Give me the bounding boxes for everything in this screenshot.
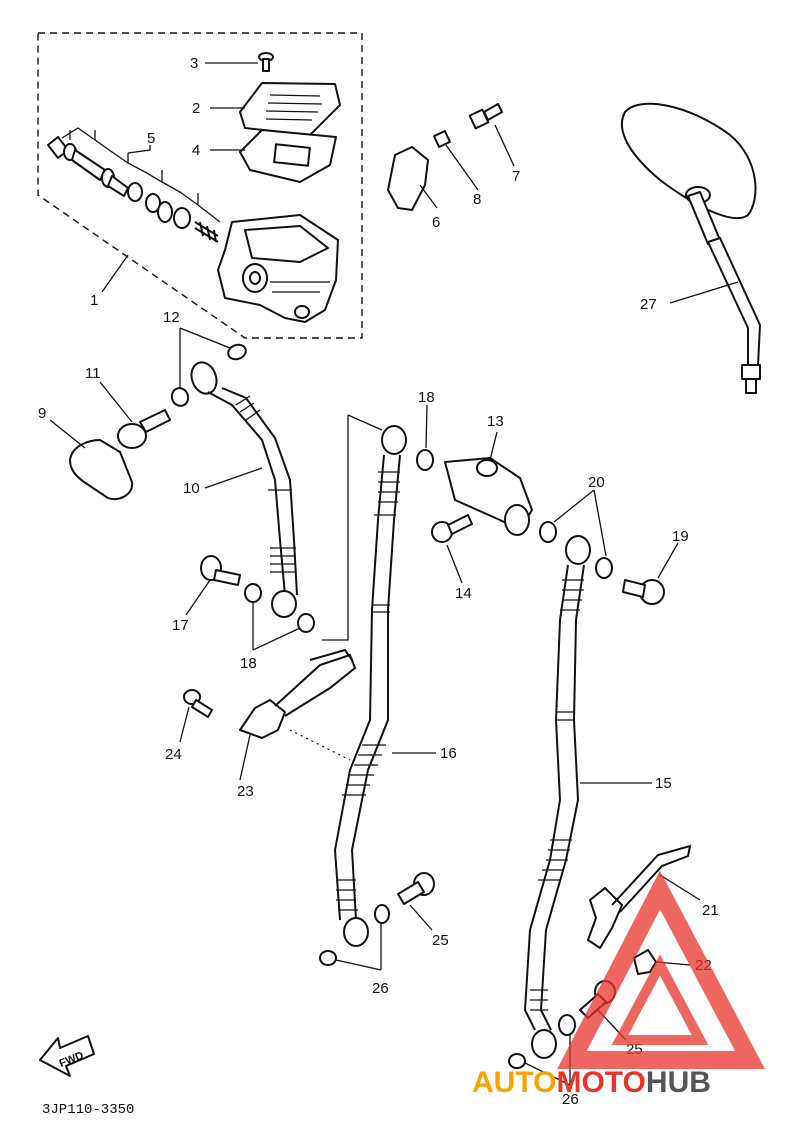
master-cylinder-assembly-boundary [37,32,363,339]
part-14-bolt [431,514,473,543]
callout-24: 24 [165,746,182,763]
part-26-washer-b [319,950,337,966]
part-22-nut [633,949,657,975]
part-9-cover [69,439,134,501]
callout-26-right: 26 [562,1091,579,1108]
part-24-bolt [183,689,213,718]
watermark-part-2: MOTO [556,1066,645,1099]
callout-3: 3 [190,55,198,72]
part-18-washer-b [297,613,315,633]
part-26-washer-a [374,904,390,924]
part-20-washer-b [595,557,613,579]
callout-19: 19 [672,528,689,545]
part-23-hose-clamp [239,648,357,739]
callout-5: 5 [147,130,155,147]
watermark-inner-triangle-icon [611,954,709,1045]
part-18-washer-c [416,449,434,471]
callout-18-top: 18 [418,389,435,406]
callout-25-left: 25 [432,932,449,949]
watermark-part-3: HUB [646,1066,711,1099]
callout-26-left: 26 [372,980,389,997]
callout-13: 13 [487,413,504,430]
part-13-joint [444,457,533,536]
callout-21: 21 [702,902,719,919]
part-18-washer-a [244,583,262,603]
callout-7: 7 [512,168,520,185]
part-16-brake-hose [333,425,407,947]
part-1-master-cylinder-body [217,214,339,323]
callout-12: 12 [163,309,180,326]
callout-9: 9 [38,405,46,422]
watermark-part-1: AUTO [472,1066,556,1099]
callout-4: 4 [192,142,200,159]
part-27-mirror [620,102,761,394]
watermark-logo [557,870,765,1069]
callout-14: 14 [455,585,472,602]
part-7-bolt [468,103,503,130]
part-15-brake-hose [523,535,591,1059]
callout-16: 16 [440,745,457,762]
part-25-bolt [397,872,435,905]
part-2-reservoir-cap [239,82,341,136]
callout-18-left: 18 [240,655,257,672]
part-12-washer [227,343,247,361]
diagram-code: 3JP110-3350 [42,1102,134,1118]
callout-17: 17 [172,617,189,634]
part-3-screw [258,52,274,72]
watermark-triangle-icon [557,870,765,1069]
callout-8: 8 [473,191,481,208]
part-4-diaphragm [239,129,337,183]
callout-27: 27 [640,296,657,313]
part-19-union-bolt [622,579,665,605]
callout-1: 1 [90,292,98,309]
leader-lines [49,62,739,1086]
part-12-washer-2 [170,387,190,407]
part-8-nut [433,130,451,148]
fwd-arrow-icon: FWD [39,1035,95,1077]
part-17-union-bolt [200,555,241,586]
part-26-washer-d [508,1053,526,1069]
callout-2: 2 [192,100,200,117]
callout-15: 15 [655,775,672,792]
part-5-piston-kit [47,127,221,243]
watermark-text: AUTOMOTOHUB [472,1066,711,1099]
part-6-holder [387,146,429,211]
callout-20: 20 [588,474,605,491]
part-26-washer-c [558,1014,576,1036]
callout-10: 10 [183,480,200,497]
callout-23: 23 [237,783,254,800]
callout-11: 11 [85,365,101,382]
part-20-washer-a [539,521,557,543]
part-21-hose-clamp [587,844,692,949]
part-11-union-bolt [117,409,171,449]
callout-6: 6 [432,214,440,231]
part-10-brake-hose [190,361,298,618]
